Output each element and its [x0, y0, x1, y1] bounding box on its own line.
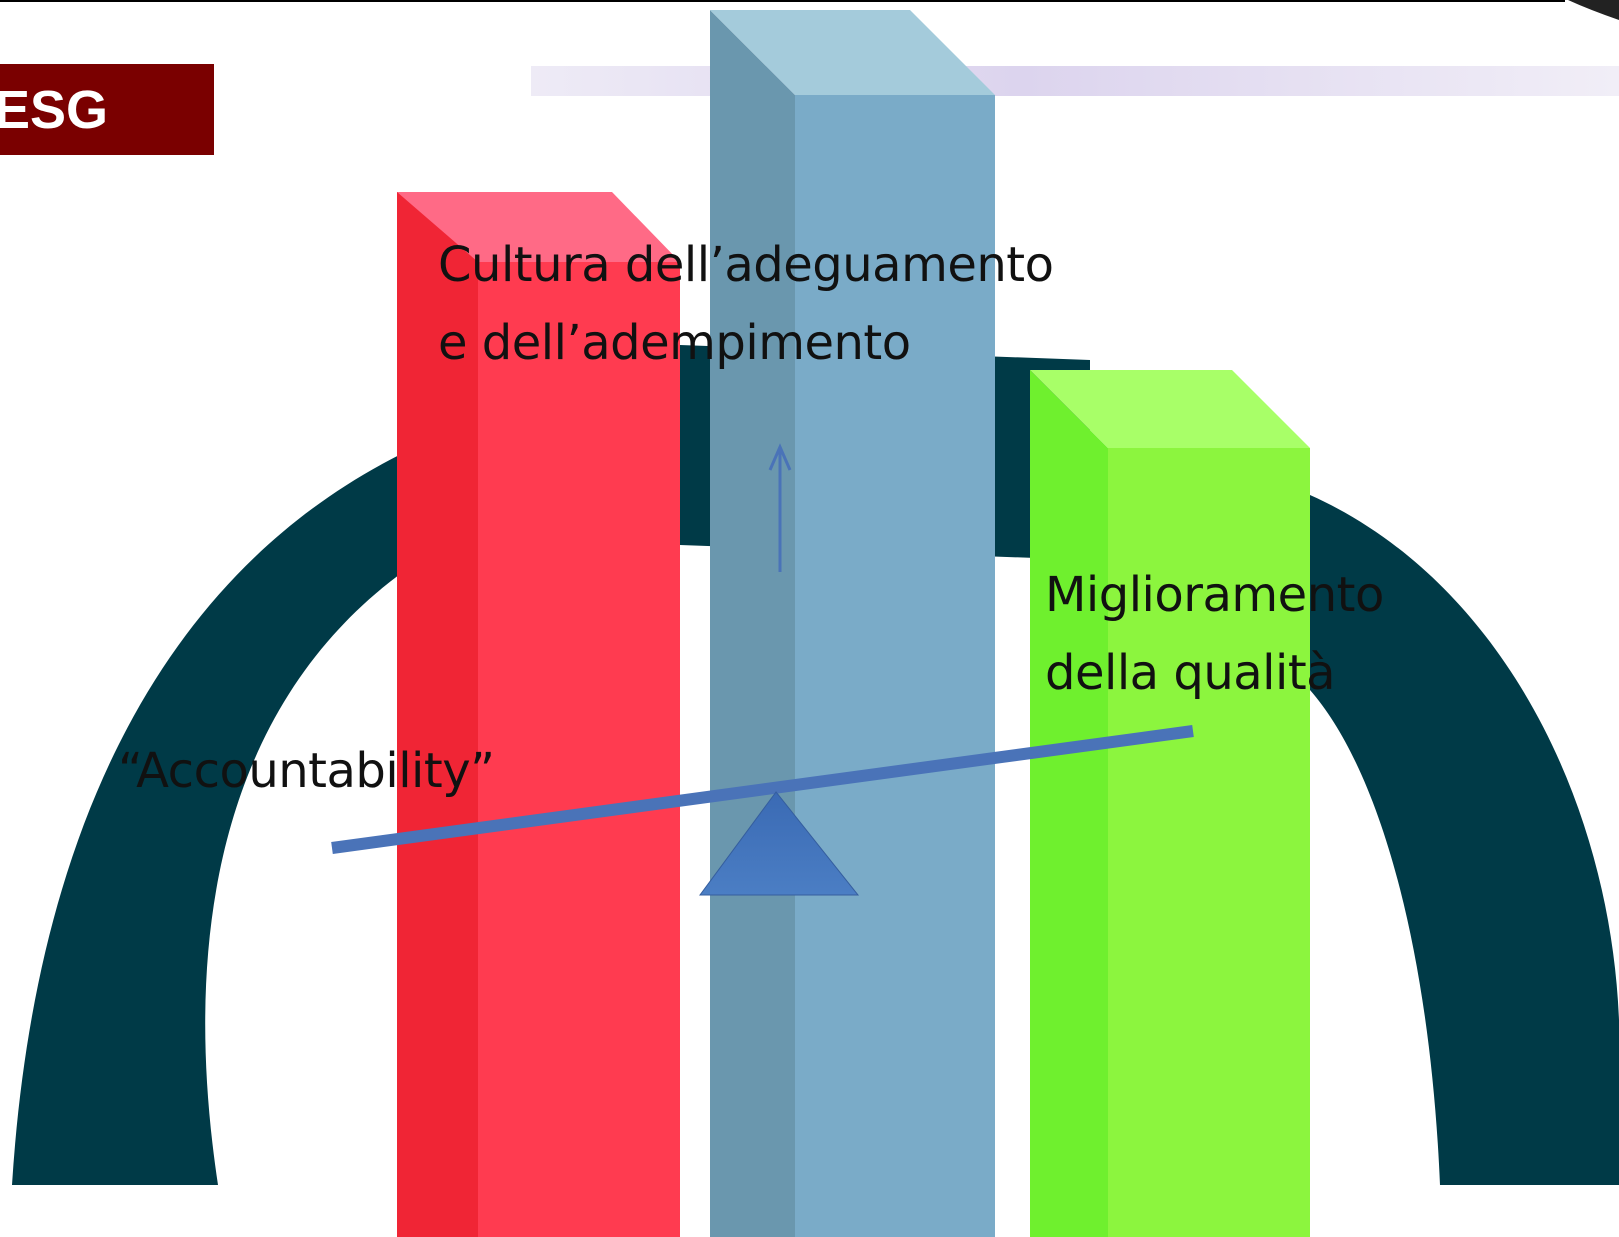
improvement-label-line2: della qualità	[1045, 645, 1336, 701]
balance-beam	[331, 725, 1194, 854]
improvement-label-line1: Miglioramento	[1045, 567, 1384, 623]
esg-tag-label: ESG	[0, 79, 109, 140]
culture-label: Cultura dell’adeguamento e dell’adempime…	[438, 226, 1054, 382]
balance-fulcrum	[699, 791, 860, 896]
pillar-blue-side	[710, 10, 795, 1237]
pillar-red-side	[397, 192, 478, 1237]
up-arrow-head	[768, 443, 792, 471]
accountability-label-text: “Accountability”	[118, 743, 495, 799]
accountability-label: “Accountability”	[118, 732, 495, 810]
header-band	[531, 66, 1619, 96]
pillar-blue-front	[795, 95, 995, 1237]
pillar-green-front	[1108, 448, 1310, 1237]
corner-curl	[1568, 0, 1619, 20]
improvement-label: Miglioramento della qualità	[1045, 556, 1384, 712]
arch-left	[12, 445, 420, 1185]
arch-right	[1310, 495, 1619, 1185]
esg-tag: ESG	[0, 64, 214, 155]
culture-label-line1: Cultura dell’adeguamento	[438, 237, 1054, 293]
pillar-red-front	[478, 262, 680, 1237]
pillar-green-side	[1030, 370, 1108, 1237]
pillar-green-top	[1030, 370, 1310, 448]
pillar-red-top	[397, 192, 680, 262]
pillar-blue-top	[710, 10, 995, 95]
culture-label-line2: e dell’adempimento	[438, 315, 911, 371]
